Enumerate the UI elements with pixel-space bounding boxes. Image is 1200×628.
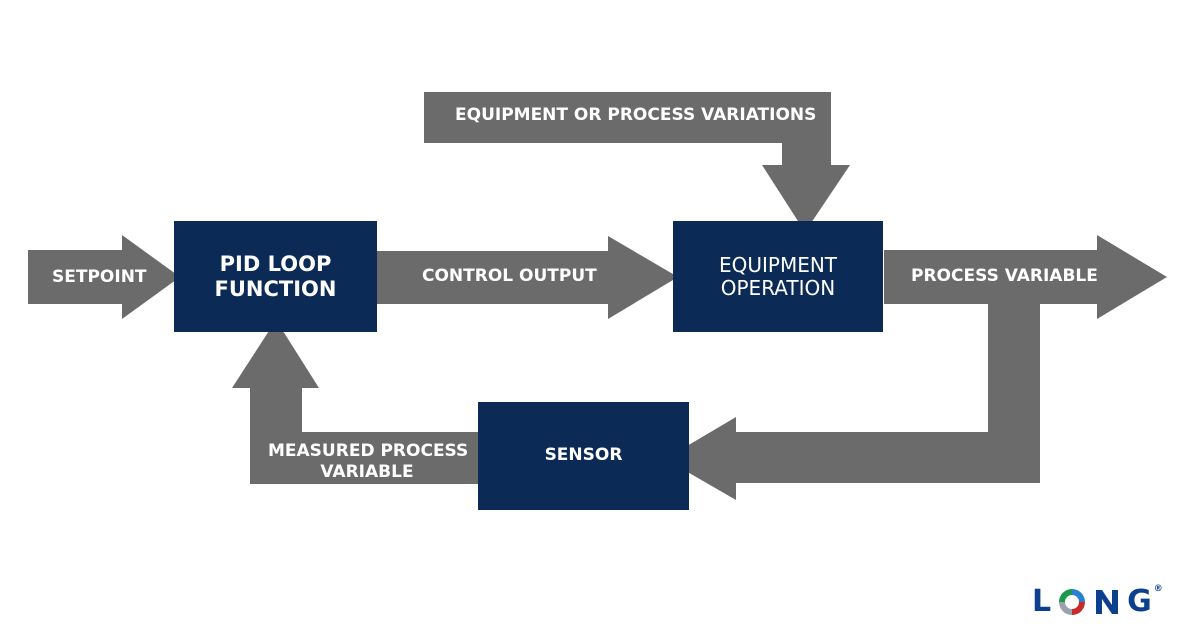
equipment-operation-box: EQUIPMENT OPERATION xyxy=(673,221,883,332)
measured-line1: MEASURED PROCESS xyxy=(268,441,469,461)
long-logo: L G ® xyxy=(1032,584,1163,619)
setpoint-arrow xyxy=(28,235,180,319)
pid-box-line1: PID LOOP xyxy=(219,252,332,277)
logo-letter-g: G xyxy=(1127,584,1158,619)
sensor-label: SENSOR xyxy=(544,445,623,466)
variations-arrow xyxy=(424,92,850,232)
pid-box-line2: FUNCTION xyxy=(214,276,337,301)
measured-process-variable-label: MEASURED PROCESS VARIABLE xyxy=(268,441,469,484)
variations-label: EQUIPMENT OR PROCESS VARIATIONS xyxy=(455,105,817,125)
logo-o-emblem xyxy=(1059,588,1086,615)
setpoint-label: SETPOINT xyxy=(52,267,147,287)
sensor-box: SENSOR xyxy=(478,402,689,510)
measured-line2: VARIABLE xyxy=(320,462,414,483)
logo-n-glyph xyxy=(1096,589,1119,614)
process-variable-arrow xyxy=(665,235,1167,500)
process-variable-label: PROCESS VARIABLE xyxy=(911,266,1098,286)
logo-letter-l: L xyxy=(1032,584,1058,619)
pid-loop-function-box: PID LOOP FUNCTION xyxy=(174,221,377,332)
registered-mark: ® xyxy=(1153,584,1163,594)
control-output-label: CONTROL OUTPUT xyxy=(422,266,597,286)
control-output-arrow xyxy=(376,236,678,319)
equipment-box-line1: EQUIPMENT xyxy=(718,252,838,277)
feedback-arrow xyxy=(232,320,478,484)
equipment-box-line2: OPERATION xyxy=(720,275,836,300)
